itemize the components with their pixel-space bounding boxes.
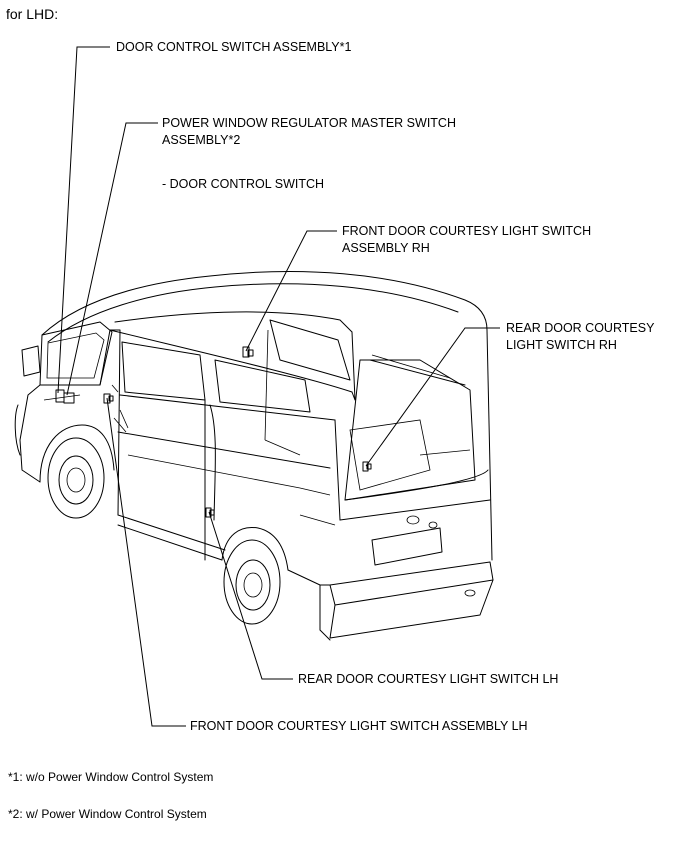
label-pw-master-switch-line2: ASSEMBLY*2 [162,133,241,147]
label-rear-courtesy-lh: REAR DOOR COURTESY LIGHT SWITCH LH [298,672,559,686]
leader-rear-courtesy-lh [208,511,293,680]
page-title: for LHD: [6,6,59,22]
leader-front-courtesy-lh [106,397,186,727]
leader-rear-courtesy-rh [365,327,500,467]
label-front-courtesy-rh-line2: ASSEMBLY RH [342,241,430,255]
footnote-1: *1: w/o Power Window Control System [8,770,214,784]
label-rear-courtesy-rh-line1: REAR DOOR COURTESY [506,321,655,335]
label-front-courtesy-rh-line1: FRONT DOOR COURTESY LIGHT SWITCH [342,224,592,238]
label-rear-courtesy-rh-line2: LIGHT SWITCH RH [506,338,617,352]
rear-courtesy-lh-part [205,507,215,518]
leader-pw-master-switch [66,122,158,396]
label-door-control-switch: - DOOR CONTROL SWITCH [162,177,325,191]
front-courtesy-rh-part [242,346,254,358]
switch-components [43,346,372,518]
door-control-switch-part [43,389,81,404]
leader-door-control-switch-assembly [57,46,110,394]
rear-courtesy-rh-part [362,461,372,472]
label-front-courtesy-lh: FRONT DOOR COURTESY LIGHT SWITCH ASSEMBL… [190,719,528,733]
leader-lines [57,46,500,727]
label-pw-master-switch-line1: POWER WINDOW REGULATOR MASTER SWITCH [162,116,456,130]
label-door-control-switch-assembly: DOOR CONTROL SWITCH ASSEMBLY*1 [116,40,352,54]
leader-front-courtesy-rh [245,230,337,352]
van-body [14,270,494,641]
footnote-2: *2: w/ Power Window Control System [8,807,207,821]
front-courtesy-lh-part [103,393,114,404]
